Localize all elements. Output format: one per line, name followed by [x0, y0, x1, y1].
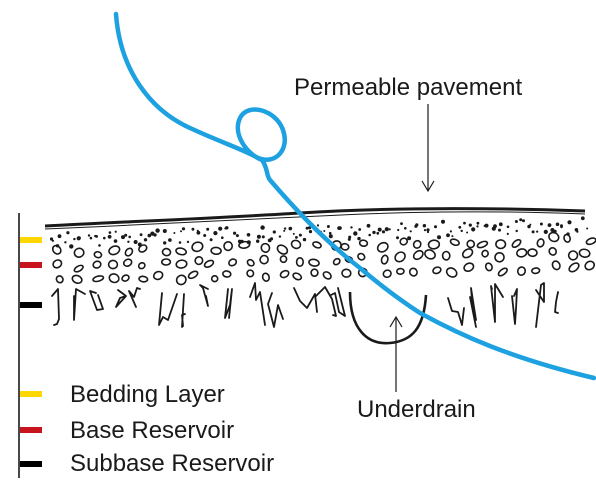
base-reservoir-marker — [20, 262, 42, 268]
legend-swatch-base — [20, 427, 42, 433]
legend-label-base: Base Reservoir — [70, 417, 234, 444]
legend-swatch-bedding — [20, 391, 42, 397]
underdrain-pipe — [348, 291, 428, 345]
base-reservoir-texture — [51, 231, 596, 286]
hand-drawn-annotation-stroke — [113, 11, 596, 381]
permeable-pavement-label: Permeable pavement — [294, 74, 522, 101]
legend-swatch-subbase — [20, 461, 42, 467]
pavement-surface-underline — [44, 211, 586, 230]
underdrain-label: Underdrain — [357, 396, 476, 423]
legend: Bedding Layer Base Reservoir Subbase Res… — [20, 381, 274, 477]
subbase-reservoir-texture — [51, 282, 559, 328]
bedding-layer-marker — [20, 237, 42, 243]
subbase-reservoir-marker — [20, 302, 42, 308]
underdrain-arrowhead — [389, 315, 403, 328]
pavement-surface-line — [44, 207, 586, 228]
bedding-layer-texture — [49, 216, 589, 249]
permeable-pavement-arrowhead — [421, 180, 435, 193]
legend-label-subbase: Subbase Reservoir — [70, 450, 274, 477]
legend-label-bedding: Bedding Layer — [70, 381, 225, 408]
